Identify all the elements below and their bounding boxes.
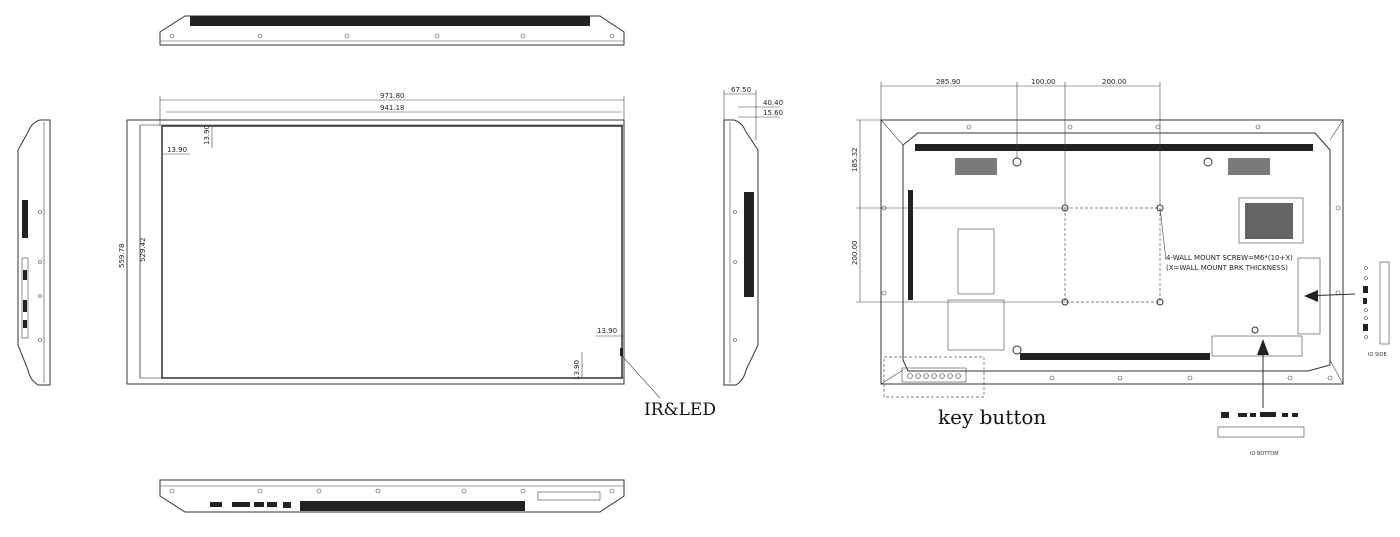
bezel-bottom-dim: 13.90 <box>573 360 581 380</box>
wall-mount-note-2: (X=WALL MOUNT BRK THICKNESS) <box>1166 264 1288 272</box>
bezel-left-dim: 13.90 <box>167 146 187 154</box>
active-width-dim: 941.18 <box>380 104 405 112</box>
rear-vesa-gap-b-dim: 200.00 <box>1102 78 1127 86</box>
overall-width-dim: 971.80 <box>380 92 405 100</box>
rear-offset-left-dim: 285.90 <box>936 78 961 86</box>
active-height-dim: 529.42 <box>139 238 147 263</box>
depth-total-dim: 67.50 <box>731 86 751 94</box>
io-bottom-label: IO BOTTOM <box>1250 451 1279 457</box>
rear-offset-top-dim: 185.32 <box>851 148 859 173</box>
front-view: 971.80 941.18 559.78 529.42 13.90 13.90 … <box>118 92 716 420</box>
wall-mount-note-1: 4-WALL MOUNT SCREW=M6*(10+X) <box>1166 254 1293 262</box>
bottom-view <box>159 479 625 513</box>
left-side-view <box>17 119 51 386</box>
io-side-label: IO SIDE <box>1368 352 1387 358</box>
depth-front-dim: 15.60 <box>763 109 783 117</box>
io-side-detail: IO SIDE <box>1363 261 1390 358</box>
ir-led-label: IR&LED <box>644 400 716 420</box>
depth-body-dim: 40.40 <box>763 99 783 107</box>
rear-vesa-height-dim: 200.00 <box>851 241 859 266</box>
overall-height-dim: 559.78 <box>118 244 126 269</box>
bezel-top-dim: 13.90 <box>203 125 211 145</box>
ir-sensor <box>620 348 623 356</box>
key-button-label: key button <box>938 405 1046 429</box>
top-view <box>159 15 625 46</box>
bezel-right-dim: 13.90 <box>597 327 617 335</box>
rear-vesa-gap-a-dim: 100.00 <box>1031 78 1056 86</box>
right-side-view: 67.50 40.40 15.60 <box>723 86 783 386</box>
key-button-panel: key button <box>883 356 1046 429</box>
io-bottom-detail: IO BOTTOM <box>1217 412 1305 457</box>
rear-view: 285.90 100.00 200.00 185.32 200.00 4-WAL… <box>851 78 1356 408</box>
